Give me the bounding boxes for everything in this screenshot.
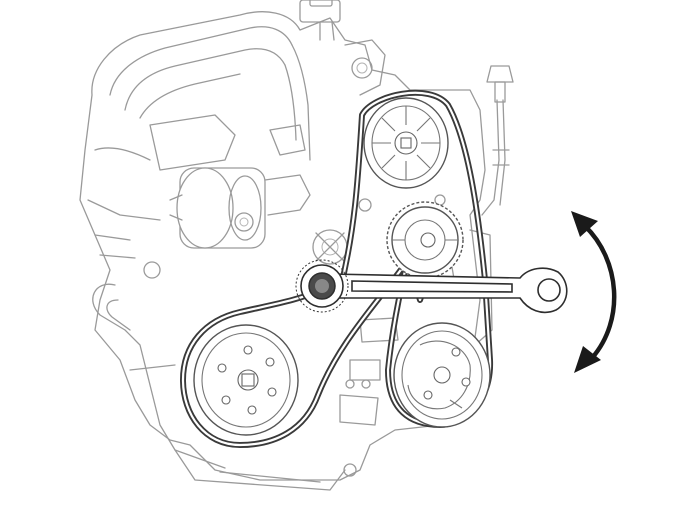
engine-block [79,0,514,491]
tensioner-pulley [386,201,464,279]
ring-spanner [295,259,568,314]
upper-idler-pulley [363,97,449,189]
rotation-arrow [571,211,617,373]
ac-compressor-pulley [393,322,491,428]
crankshaft-pulley [193,324,299,436]
